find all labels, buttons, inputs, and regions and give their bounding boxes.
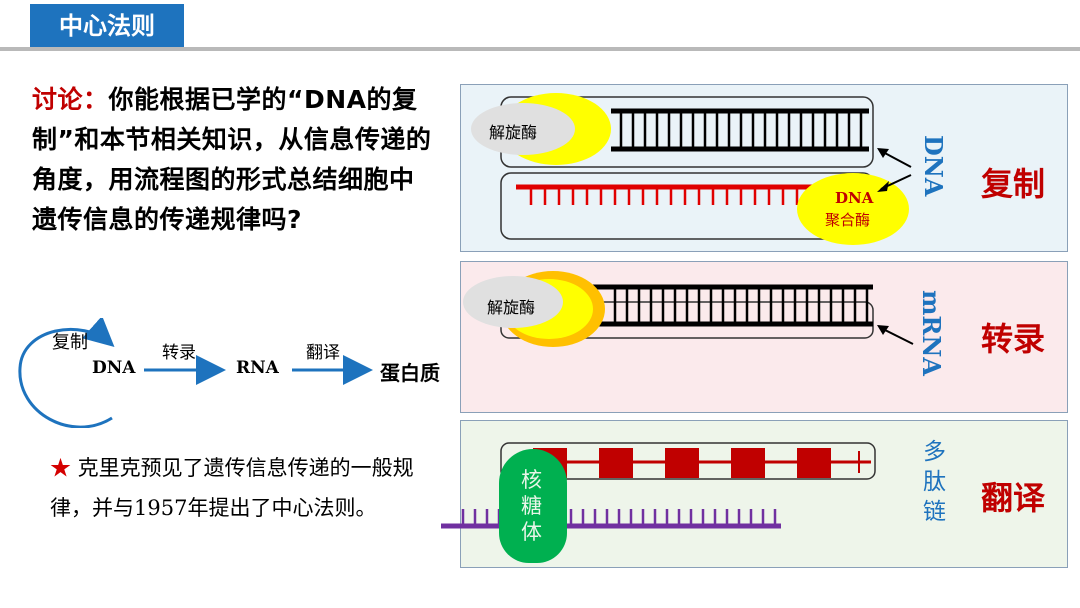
translation-process-label: 翻译 [981,479,1046,517]
amino-acid [731,448,765,478]
replication-label: 复制 [52,332,88,353]
polypeptide-side-label: 多肽链 [923,439,946,525]
translation-panel: 核糖体 多肽链 翻译 [441,420,1068,568]
note-text: 克里克预见了遗传信息传递的一般规律，并与1957年提出了中心法则。 [50,456,414,520]
question-text: 你能根据已学的“DNA的复制”和本节相关知识，从信息传递的角度，用流程图的形式总… [32,85,432,234]
crick-note: ★ 克里克预见了遗传信息传递的一般规律，并与1957年提出了中心法则。 [50,448,430,528]
slide-title: 中心法则 [30,4,184,48]
ribosome [499,449,567,563]
star-icon: ★ [50,456,71,480]
polymerase-label-2: 聚合酶 [825,211,871,229]
dna-side-label: DNA [919,135,948,197]
protein-node: 蛋白质 [380,361,440,385]
transcription-label: 转录 [162,343,196,363]
title-divider [0,47,1080,51]
mrna-side-label: mRNA [917,290,946,376]
helicase-grey [471,103,575,155]
transcription-panel: 解旋酶 mRNA 转录 [460,261,1068,413]
polymerase-label-1: DNA [835,189,874,207]
rna-node: RNA [236,358,279,378]
transcription-process-label: 转录 [981,320,1046,358]
discussion-question: 讨论：你能根据已学的“DNA的复制”和本节相关知识，从信息传递的角度，用流程图的… [32,80,432,240]
question-lead: 讨论： [32,85,109,114]
helicase-label-2: 解旋酶 [487,298,536,317]
amino-acid [665,448,699,478]
central-dogma-flow: 复制 DNA 转录 RNA 翻译 蛋白质 [12,315,452,429]
amino-acid [797,448,831,478]
dna-node: DNA [92,358,136,378]
replication-loop-arrow [18,315,115,429]
translation-label: 翻译 [306,343,340,363]
replication-panel: 解旋酶 DNA 聚合酶 DNA 复制 [460,84,1068,252]
amino-acid [599,448,633,478]
replication-rungs [619,111,863,149]
mrna-strand [441,509,781,529]
helicase-label: 解旋酶 [489,123,538,142]
ribosome-label: 核糖体 [521,468,542,544]
helicase-grey-2 [463,276,563,328]
replication-process-label: 复制 [981,165,1046,203]
